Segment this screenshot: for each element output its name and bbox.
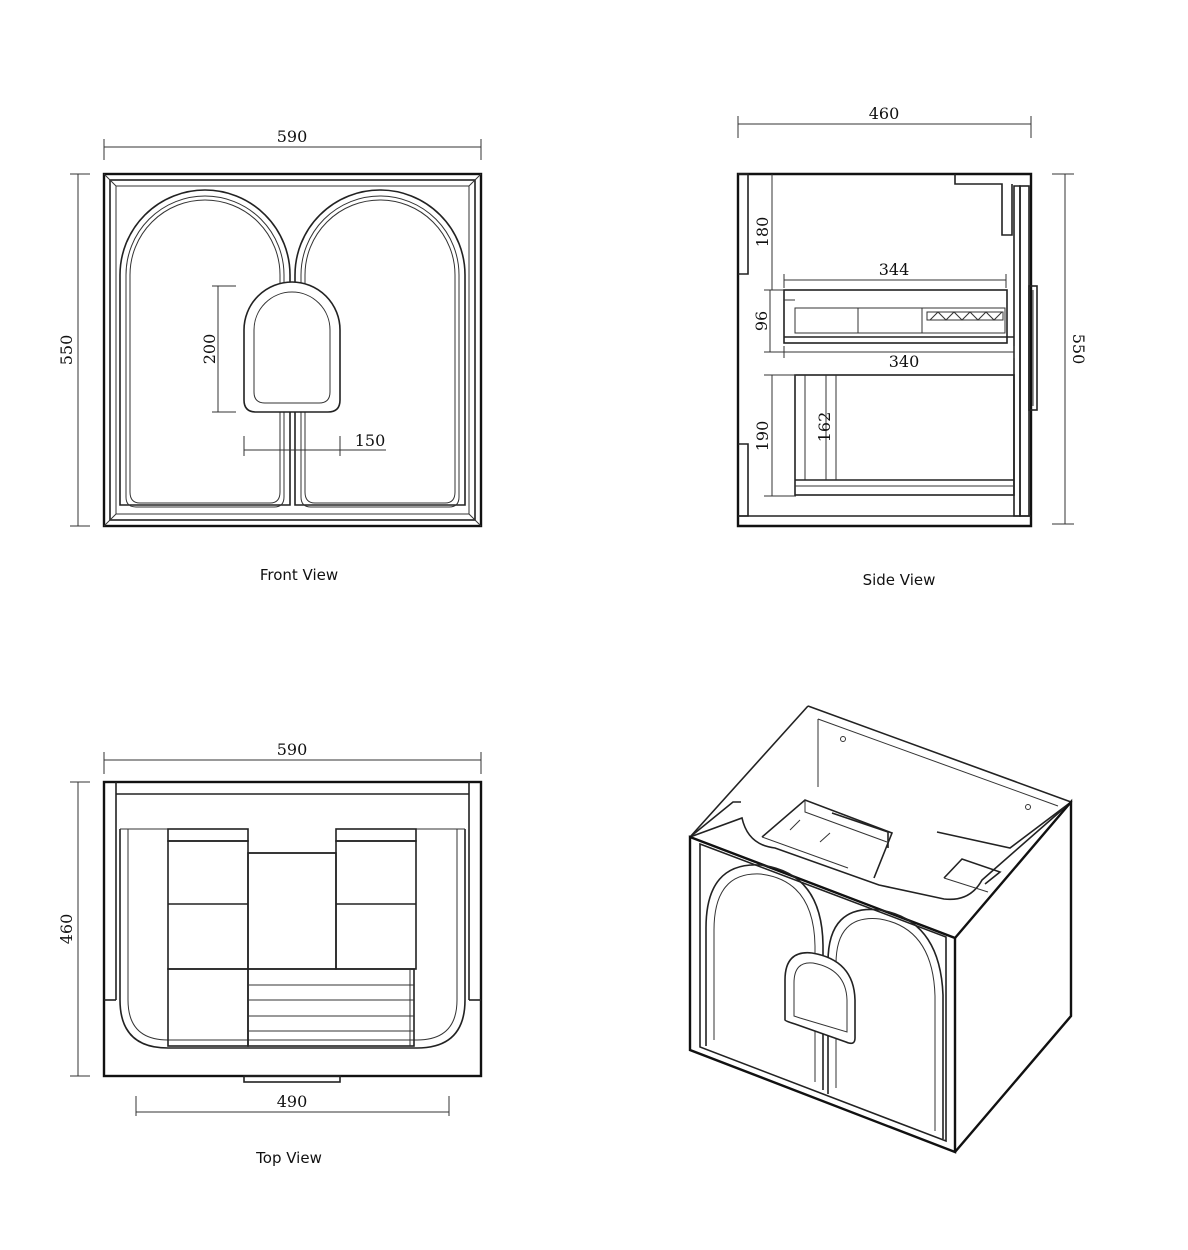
side-bottom-gap-dimension: 190 — [753, 374, 796, 497]
front-view-caption: Front View — [260, 566, 338, 584]
front-height-label: 550 — [57, 335, 76, 366]
front-width-label: 590 — [277, 127, 308, 146]
side-carcass — [736, 172, 1033, 528]
side-bottom-drawer-height-dimension: 162 — [815, 375, 834, 480]
front-cabinet-inner-frame — [109, 179, 476, 521]
iso-drawer-interior — [761, 799, 1002, 893]
front-right-arched-door — [294, 189, 466, 508]
side-drawer-height-dimension: 96 — [752, 289, 784, 353]
side-view-caption: Side View — [863, 571, 936, 589]
side-bottom-drawer — [794, 374, 1015, 496]
side-height-label: 550 — [1069, 334, 1088, 365]
front-width-dimension: 590 — [103, 127, 482, 160]
side-top-drawer — [783, 289, 1014, 344]
iso-back-panel — [807, 705, 1073, 849]
front-view: 590 550 — [57, 127, 483, 584]
top-right-drawer-compartments — [335, 828, 417, 970]
front-handle-offset-label: 150 — [355, 431, 386, 450]
side-drawer-height-label: 96 — [752, 311, 771, 331]
side-shelf-width-label: 340 — [889, 352, 920, 371]
side-shelf-width-dimension: 340 — [783, 346, 1015, 371]
side-drawer-width-dimension: 344 — [783, 260, 1007, 288]
side-drawer-width-label: 344 — [879, 260, 910, 279]
top-depth-dimension: 460 — [57, 781, 90, 1077]
side-view: 460 550 — [736, 104, 1088, 589]
isometric-view — [688, 705, 1073, 1154]
side-top-gap-label: 180 — [753, 217, 772, 248]
front-handle-height-label: 200 — [200, 334, 219, 365]
side-bottom-drawer-height-label: 162 — [815, 412, 834, 443]
top-cabinet-outline — [102, 780, 483, 1078]
top-depth-label: 460 — [57, 914, 76, 945]
top-inner-opening — [119, 829, 466, 1049]
top-inner-width-dimension: 490 — [135, 1092, 450, 1116]
front-left-arched-door — [119, 189, 291, 508]
side-bottom-gap-label: 190 — [753, 421, 772, 452]
top-drawer-slats — [247, 968, 415, 1047]
side-height-dimension: 550 — [1052, 173, 1088, 525]
front-handle-offset-dimension: 150 — [243, 431, 386, 456]
iso-handle — [784, 951, 856, 1045]
front-height-dimension: 550 — [57, 173, 90, 527]
top-inner-width-label: 490 — [277, 1092, 308, 1111]
iso-left-arched-door — [705, 864, 824, 1090]
side-handle-profile — [1028, 285, 1038, 411]
side-top-gap-dimension: 180 — [753, 174, 773, 290]
top-view: 590 460 — [57, 740, 483, 1167]
iso-right-arched-door — [827, 908, 944, 1139]
side-depth-label: 460 — [869, 104, 900, 123]
iso-right-side-face — [954, 798, 1073, 1153]
side-depth-dimension: 460 — [737, 104, 1032, 138]
top-width-dimension: 590 — [103, 740, 482, 774]
side-door-panel — [1019, 185, 1030, 517]
top-center-compartment — [247, 852, 337, 970]
front-cabinet-outline — [102, 172, 483, 528]
top-handle — [243, 1075, 341, 1083]
top-view-caption: Top View — [255, 1149, 322, 1167]
front-handle-height-dimension: 200 — [200, 285, 236, 413]
top-left-drawer-compartments — [167, 828, 249, 1047]
front-handle — [243, 281, 341, 413]
top-width-label: 590 — [277, 740, 308, 759]
